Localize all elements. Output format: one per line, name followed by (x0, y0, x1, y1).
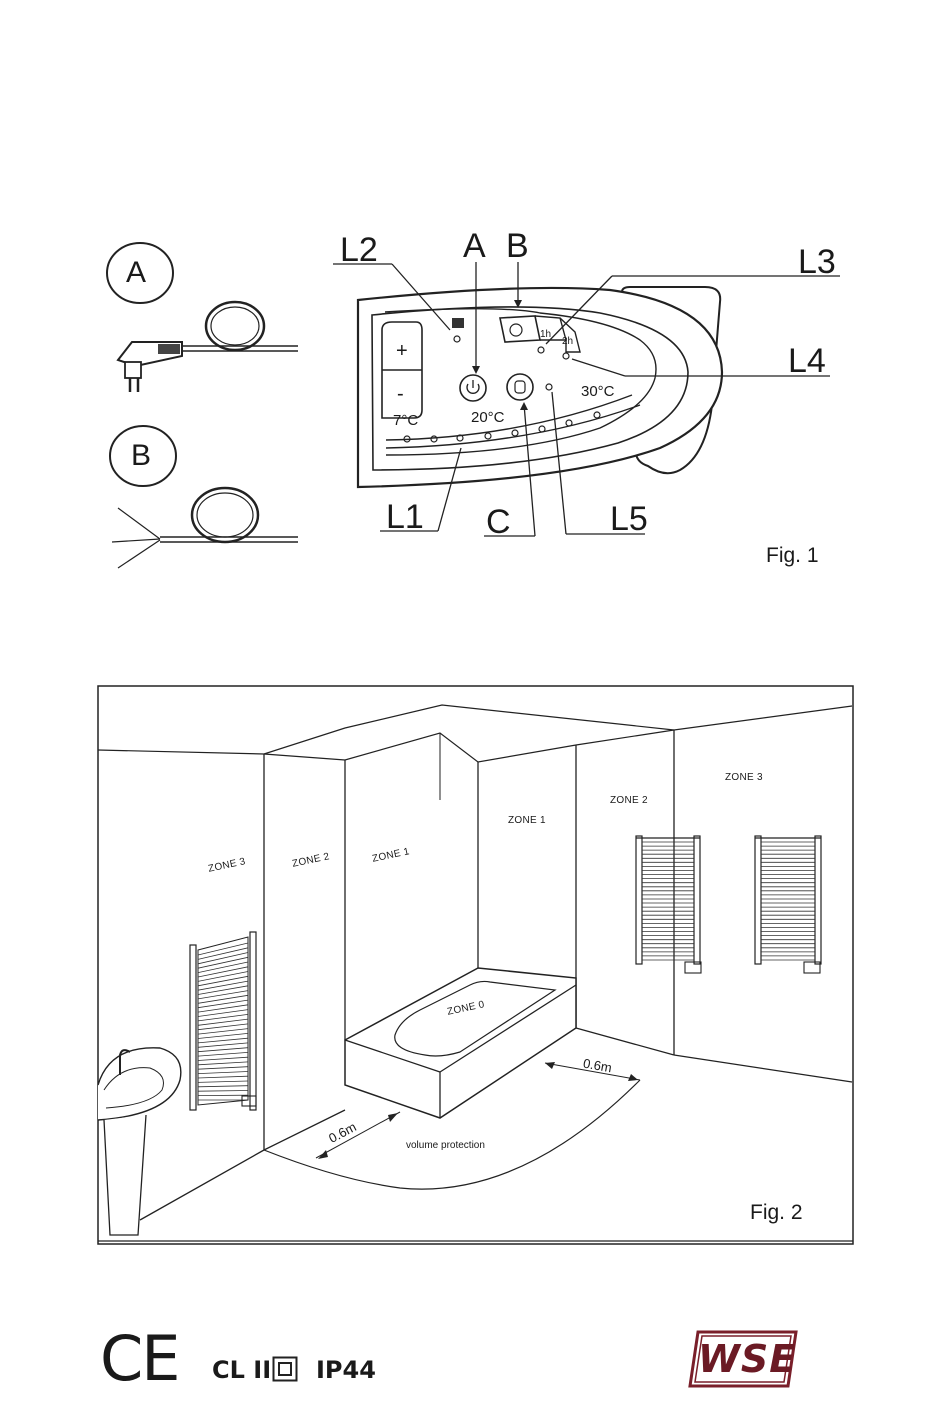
wire-cable-illustration (112, 488, 298, 568)
radiator-slat (198, 953, 248, 964)
timer-2h-label: 2h (562, 337, 573, 347)
option-a-label: A (126, 258, 146, 288)
radiator-slat (198, 1043, 248, 1047)
radiator-slat (198, 972, 248, 982)
radiator-slat (198, 991, 248, 999)
figure-2-drawing (0, 620, 950, 1260)
radiator-slat (198, 1072, 248, 1074)
plug-cable-illustration (118, 302, 298, 392)
radiator-slat (198, 1076, 248, 1078)
heater-panel (358, 287, 722, 487)
option-b-label: B (131, 441, 151, 471)
radiator-slat (198, 1081, 248, 1082)
callout-b: B (506, 229, 529, 263)
callout-l2: L2 (340, 233, 378, 267)
figure-1-drawing (0, 0, 950, 620)
radiator-slat (198, 1038, 248, 1043)
towel-radiator-right-2 (755, 836, 821, 964)
radiator-slat (198, 1052, 248, 1056)
radiator-slat (198, 1067, 248, 1070)
zone-label-back-1: ZONE 1 (508, 815, 546, 826)
radiator-slat (198, 1029, 248, 1035)
figure-1: A B L2 A B L3 L4 L1 C L5 + - 7°C 20°C 30… (0, 0, 950, 620)
class-ii-icon (272, 1356, 298, 1382)
volume-protection-label: volume protection (406, 1140, 485, 1151)
callout-l5: L5 (610, 502, 648, 536)
ip-rating-label: IP44 (316, 1356, 376, 1384)
callout-l1: L1 (386, 500, 424, 534)
plus-key-label: + (396, 341, 408, 361)
bathtub (345, 968, 576, 1118)
figure-2-caption: Fig. 2 (750, 1202, 803, 1223)
radiator-slat (198, 1057, 248, 1060)
wash-basin (98, 1048, 181, 1235)
timer-1h-label: 1h (540, 330, 551, 340)
temp-mid-label: 20°C (471, 410, 505, 425)
ce-mark: CE (100, 1328, 178, 1390)
zone-label-right-3: ZONE 3 (725, 772, 763, 783)
figure-2: ZONE 3 ZONE 2 ZONE 1 ZONE 1 ZONE 2 ZONE … (0, 620, 950, 1260)
callout-l3: L3 (798, 245, 836, 279)
callout-l4: L4 (788, 344, 826, 378)
radiator-slat (198, 976, 248, 986)
radiator-slat (198, 957, 248, 968)
temp-min-label: 7°C (393, 413, 418, 428)
brand-logo-text: WSE (698, 1337, 796, 1381)
radiator-slat (198, 967, 248, 977)
radiator-slat (198, 1048, 248, 1052)
radiator-slat (198, 1000, 248, 1008)
minus-key-label: - (397, 384, 404, 404)
radiator-slat (198, 995, 248, 1003)
temp-max-label: 30°C (581, 384, 615, 399)
radiator-slat (198, 962, 248, 973)
radiator-slat (198, 1062, 248, 1065)
radiator-slat (198, 986, 248, 995)
callout-a: A (463, 229, 486, 263)
radiator-slat (198, 981, 248, 990)
footer: CE CL II IP44 WSE (0, 1300, 950, 1409)
class-label: CL II (212, 1356, 271, 1384)
callout-c: C (486, 505, 511, 539)
radiator-slat (198, 1086, 248, 1087)
towel-radiator-right-1 (636, 836, 700, 964)
brand-logo: WSE (688, 1328, 800, 1390)
radiator-slat (198, 1033, 248, 1038)
figure-1-caption: Fig. 1 (766, 545, 819, 566)
radiator-slat (198, 1091, 248, 1092)
zone-label-right-2: ZONE 2 (610, 795, 648, 806)
